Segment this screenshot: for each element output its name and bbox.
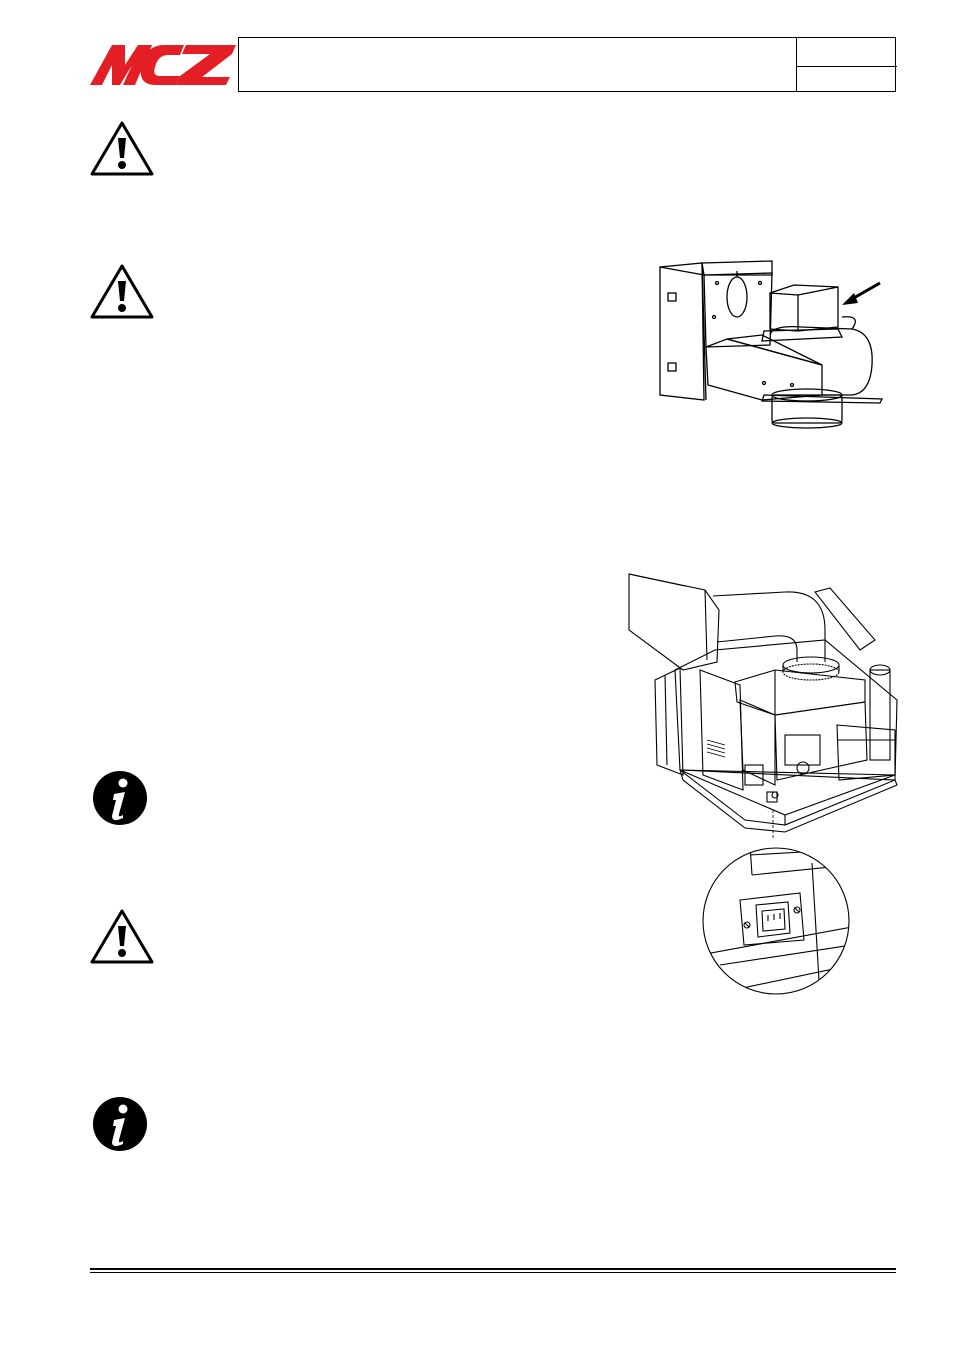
- mcz-logo: [90, 45, 236, 85]
- warning-triangle-icon: [90, 121, 154, 176]
- info-circle-icon: [93, 1097, 147, 1151]
- arrow-icon: [842, 281, 881, 305]
- header-page-cell-divider: [796, 66, 897, 67]
- warning-triangle-icon: [90, 909, 154, 964]
- header-title-box: [238, 37, 897, 92]
- power-socket-detail-drawing: [702, 847, 850, 995]
- warning-triangle-icon: [90, 264, 154, 319]
- info-circle-icon: [93, 771, 147, 825]
- footer-rule-thin: [90, 1272, 896, 1273]
- fan-motor-assembly-drawing: [659, 260, 884, 429]
- stove-rear-assembly-drawing: [628, 573, 898, 840]
- header-divider: [796, 37, 797, 92]
- footer-rule: [90, 1268, 896, 1270]
